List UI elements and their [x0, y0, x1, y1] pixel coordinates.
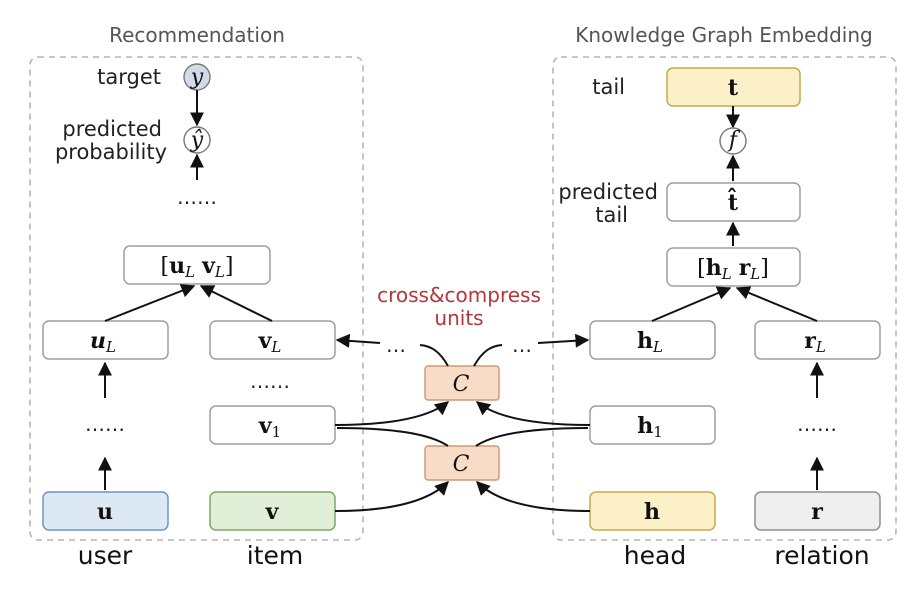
hL-label: hL	[637, 328, 663, 356]
cross-unit-top-label: C	[453, 372, 470, 397]
tail-label: tail	[592, 75, 625, 99]
head-label: head	[624, 541, 686, 570]
vL-label: vL	[258, 328, 282, 356]
cross-right-dots: …	[512, 333, 532, 357]
cross-unit-bottom-label: C	[453, 452, 470, 477]
uL-label: uL	[90, 328, 116, 356]
target-node-label: y	[190, 65, 204, 90]
cross-unit-bottom	[424, 445, 500, 481]
item-ellipsis: ……	[250, 369, 290, 393]
that-label: t̂	[728, 188, 739, 216]
predicted-node-label: ŷ	[190, 128, 204, 153]
curve-v-to-bottom-c	[334, 481, 449, 512]
relation-ellipsis: ……	[797, 412, 837, 436]
item-label: item	[247, 541, 303, 570]
kge-panel	[552, 56, 897, 541]
kge-title: Knowledge Graph Embedding	[575, 23, 872, 47]
curve-h1-to-top-c	[475, 401, 591, 426]
predicted-probability-line1: predicted	[62, 117, 162, 141]
kge-concat-label: [hL rL]	[697, 255, 769, 283]
cross-compress-line1: cross&compress	[377, 283, 541, 307]
rL-label: rL	[804, 328, 826, 356]
predicted-tail-line2: tail	[595, 203, 628, 227]
f-node	[719, 127, 747, 155]
recommendation-title: Recommendation	[109, 23, 285, 47]
head-box-label: h	[644, 499, 660, 525]
arrow-hL-to-concat	[651, 286, 732, 322]
cross-unit-top	[424, 365, 500, 401]
rec-concat-label: [uL vL]	[161, 253, 234, 281]
relation-box-label: r	[811, 499, 823, 525]
that-box	[666, 182, 801, 222]
predicted-probability-line2: probability	[55, 140, 167, 164]
arrow-vL-to-concat	[199, 285, 273, 322]
user-label: user	[78, 541, 133, 570]
arrow-to-hL	[537, 333, 590, 348]
relation-label: relation	[774, 541, 869, 570]
t-box-label: t	[728, 75, 739, 101]
arrow-to-vL	[335, 333, 381, 348]
user-ellipsis: ……	[85, 412, 125, 436]
rec-ellipsis-top: ……	[177, 185, 217, 209]
kge-concat-box	[666, 247, 801, 287]
rL-box	[754, 320, 881, 360]
cross-compress-line2: units	[434, 306, 483, 330]
curve-v1-to-top-c	[334, 401, 450, 426]
user-box	[42, 491, 169, 531]
curve-bottom-c-to-h1	[475, 427, 589, 447]
arrow-uL-to-concat	[104, 284, 196, 322]
h1-label: h1	[637, 413, 663, 441]
predicted-node	[183, 126, 211, 154]
v1-label: v1	[258, 413, 281, 441]
recommendation-panel	[29, 56, 364, 541]
item-box-label: v	[265, 499, 280, 525]
predicted-tail-line1: predicted	[558, 180, 658, 204]
vL-box	[209, 320, 336, 360]
curve-h-to-bottom-c	[476, 481, 591, 512]
user-box-label: u	[97, 499, 113, 525]
curve-top-right-out	[473, 344, 503, 367]
curve-top-left-out	[419, 344, 449, 367]
arrow-rL-to-concat	[735, 286, 818, 322]
target-label: target	[97, 65, 161, 89]
cross-left-dots: …	[386, 333, 406, 357]
rec-concat-box	[123, 245, 271, 285]
relation-box	[754, 491, 881, 531]
curve-bottom-c-to-v1	[336, 427, 449, 447]
